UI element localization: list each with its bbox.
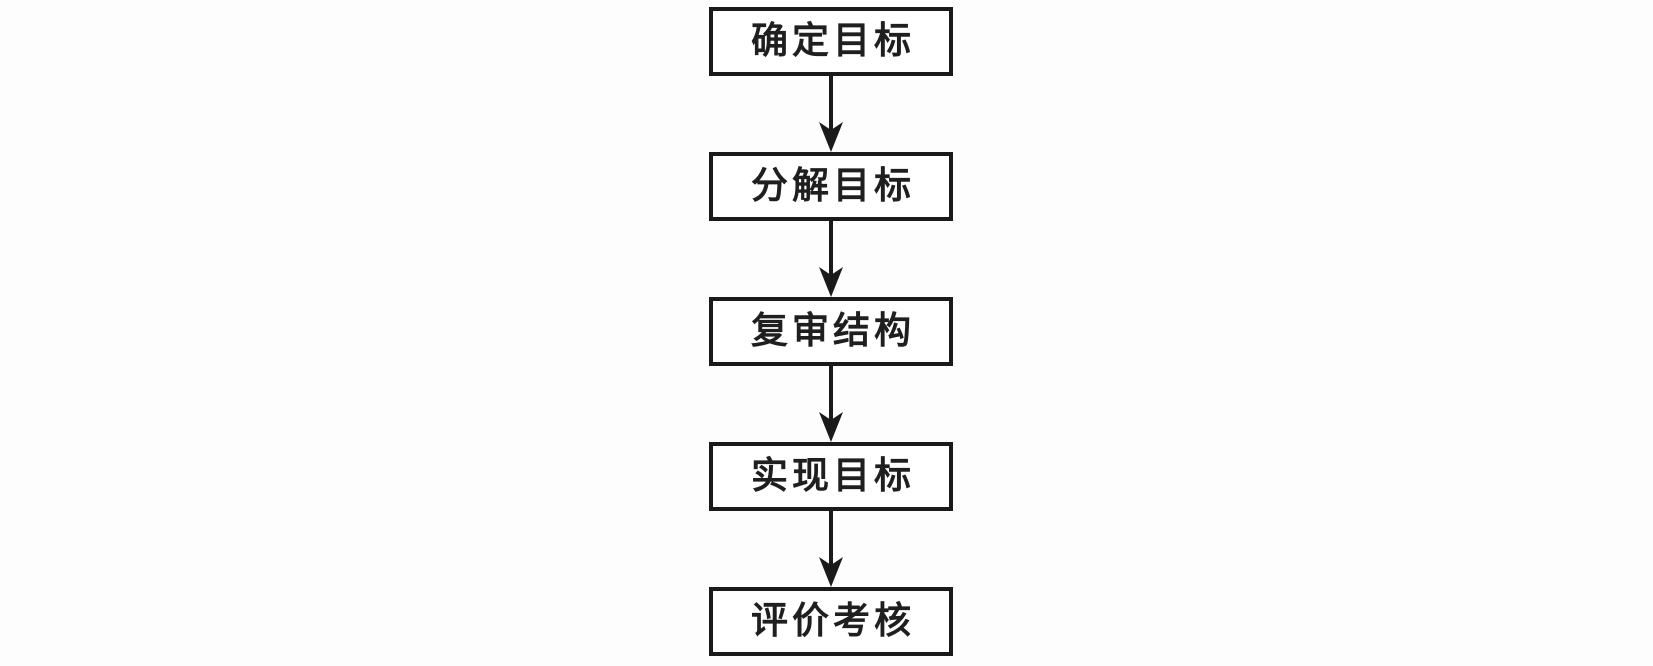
flow-step-label-3: 复审结构 bbox=[751, 311, 915, 352]
flow-step-label-4: 实现目标 bbox=[751, 456, 915, 497]
flowchart: 确定目标 分解目标 复审结构 实现目标 评价考核 bbox=[709, 7, 953, 656]
flow-step-box-5: 评价考核 bbox=[709, 587, 953, 656]
flow-step-box-3: 复审结构 bbox=[709, 297, 953, 366]
arrow-down-icon bbox=[819, 221, 843, 297]
flow-step-label-2: 分解目标 bbox=[751, 166, 915, 207]
arrow-down-icon bbox=[819, 76, 843, 152]
flow-step-label-1: 确定目标 bbox=[751, 21, 915, 62]
arrow-down-icon bbox=[819, 511, 843, 587]
flow-step-box-2: 分解目标 bbox=[709, 152, 953, 221]
flow-step-label-5: 评价考核 bbox=[751, 601, 915, 642]
flow-step-box-4: 实现目标 bbox=[709, 442, 953, 511]
flow-step-box-1: 确定目标 bbox=[709, 7, 953, 76]
arrow-down-icon bbox=[819, 366, 843, 442]
